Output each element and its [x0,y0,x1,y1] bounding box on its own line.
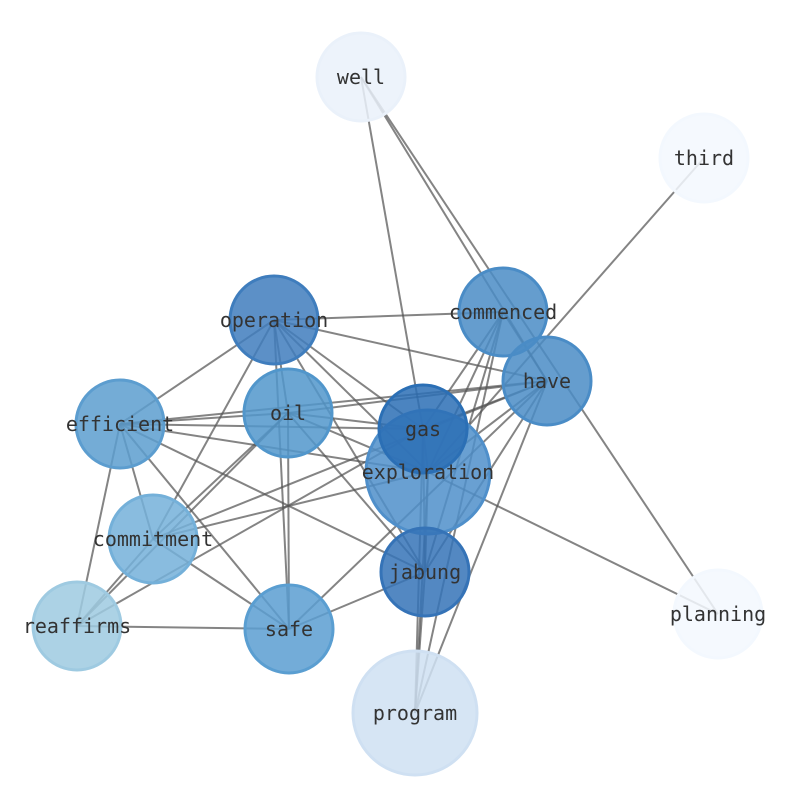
node-circle[interactable] [242,367,334,459]
node-circle[interactable] [351,649,479,777]
node-label-have: have [523,369,571,393]
node-label-third: third [674,146,734,170]
node-label-jabung: jabung [389,560,461,584]
node-oil[interactable] [242,367,334,459]
node-label-reaffirms: reaffirms [23,614,131,638]
node-operation[interactable] [228,274,320,366]
node-label-efficient: efficient [66,412,174,436]
node-label-oil: oil [270,401,306,425]
node-circle[interactable] [457,266,549,358]
node-safe[interactable] [243,583,335,675]
node-label-operation: operation [220,308,328,332]
node-label-planning: planning [670,602,766,626]
node-circle[interactable] [379,526,471,618]
node-third[interactable] [658,112,750,204]
node-reaffirms[interactable] [31,580,123,672]
node-commitment[interactable] [107,493,199,585]
edge-operation-have [273,319,548,382]
node-program[interactable] [351,649,479,777]
node-circle[interactable] [107,493,199,585]
node-label-gas: gas [405,417,441,441]
node-circle[interactable] [315,31,407,123]
node-circle[interactable] [501,335,593,427]
node-gas[interactable] [377,383,469,475]
edge-efficient-have [119,380,548,425]
node-circle[interactable] [228,274,320,366]
node-circle[interactable] [658,112,750,204]
node-circle[interactable] [377,383,469,475]
node-planning[interactable] [672,568,764,660]
edge-operation-jabung [273,319,426,573]
nodes-layer: well third planning program reaffirms commitm… [23,31,766,777]
node-label-well: well [337,65,385,89]
node-circle[interactable] [672,568,764,660]
node-label-commitment: commitment [93,527,213,551]
node-well[interactable] [315,31,407,123]
node-circle[interactable] [243,583,335,675]
node-label-exploration: exploration [362,460,494,484]
node-efficient[interactable] [74,378,166,470]
node-have[interactable] [501,335,593,427]
node-label-commenced: commenced [449,300,557,324]
node-circle[interactable] [31,580,123,672]
node-circle[interactable] [74,378,166,470]
edge-well-gas [360,76,424,430]
node-label-safe: safe [265,617,313,641]
node-label-program: program [373,701,457,725]
edge-third-exploration [427,157,705,473]
node-jabung[interactable] [379,526,471,618]
node-commenced[interactable] [457,266,549,358]
